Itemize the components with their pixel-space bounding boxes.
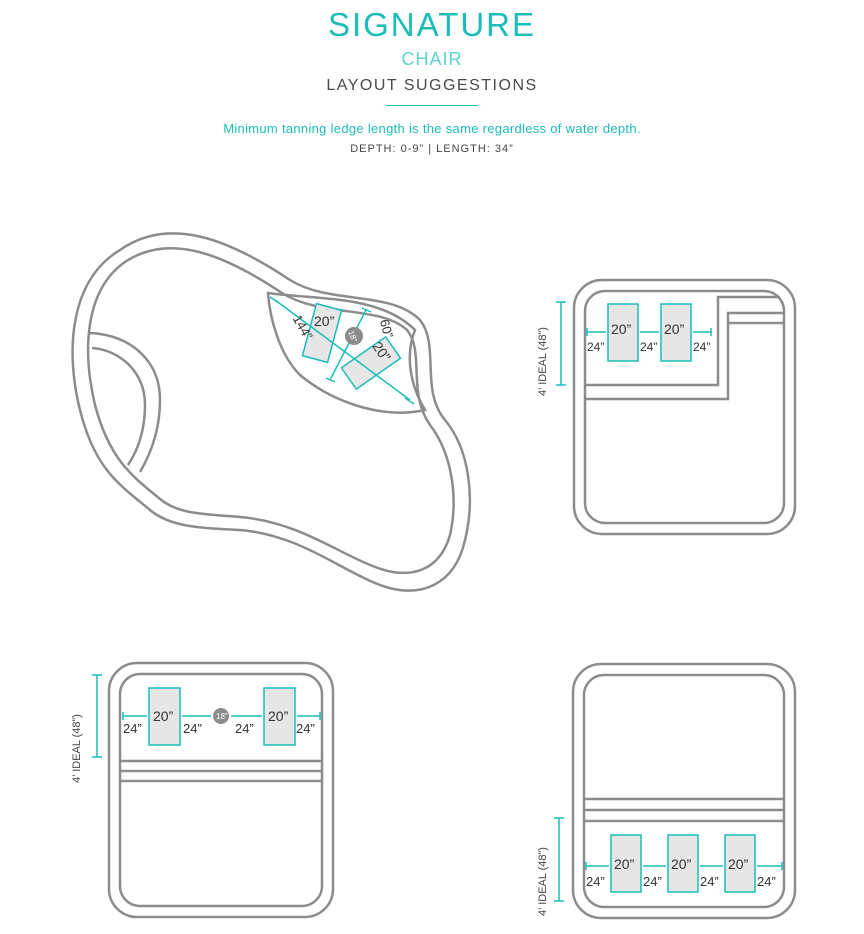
br-gap-3-label: 24” — [700, 874, 719, 889]
bl-gap-2-label: 24” — [183, 721, 202, 736]
freeform-dim-long-cap-a — [269, 296, 280, 304]
freeform-tanning-ledge — [266, 291, 427, 414]
br-chair-1-label: 20” — [614, 856, 635, 872]
bl-gap-1-label: 24” — [123, 721, 142, 736]
section-heading: LAYOUT SUGGESTIONS — [326, 77, 538, 94]
tr-gap-2-label: 24” — [640, 340, 657, 354]
freeform-dim-short — [329, 309, 367, 381]
bl-chair-1 — [148, 687, 181, 746]
page-title: SIGNATURE — [327, 6, 537, 43]
ledge-note: Minimum tanning ledge length is the same… — [223, 121, 641, 136]
tr-chair-2-label: 20” — [664, 321, 685, 337]
br-pool-inner — [582, 673, 786, 909]
freeform-chair-2 — [340, 335, 402, 391]
tr-pool-inner — [583, 289, 786, 525]
br-chair-2-label: 20” — [671, 856, 692, 872]
br-gap-2-label: 24” — [643, 874, 662, 889]
bl-pool-outer — [107, 661, 335, 919]
freeform-dim-short-cap-b — [325, 377, 336, 383]
freeform-umbrella-marker — [345, 327, 363, 345]
bl-chair-1-label: 20” — [153, 708, 174, 724]
br-gap-1-label: 24” — [586, 874, 605, 889]
freeform-steps-outer — [89, 331, 162, 473]
freeform-dim-short-label: 60” — [377, 318, 396, 340]
bl-pool-inner — [118, 672, 324, 908]
tr-step-edge — [585, 311, 784, 401]
freeform-pool-outer — [71, 232, 472, 592]
page-subtitle: CHAIR — [401, 49, 463, 69]
tr-chair-1-label: 20” — [611, 321, 632, 337]
freeform-dim-long-cap-b — [404, 397, 415, 405]
bl-umbrella-marker — [213, 708, 229, 724]
heading-divider — [386, 105, 478, 106]
freeform-steps-inner — [91, 346, 147, 466]
freeform-umbrella-label: 18” — [346, 329, 359, 343]
bl-chair-2 — [263, 687, 296, 746]
freeform-chair-1-label: 20” — [314, 313, 335, 329]
tr-pool-outer — [572, 278, 797, 536]
tr-gap-1-label: 24” — [587, 340, 604, 354]
br-chair-3 — [724, 834, 756, 893]
freeform-chair-1 — [301, 302, 343, 364]
tr-depth-label: 4’ IDEAL (48”) — [537, 327, 549, 396]
rect-pool-top-right: 4’ IDEAL (48”) 20” 20” 24” 24” 24” — [537, 278, 797, 536]
tr-chair-1 — [607, 303, 639, 362]
rect-pool-bottom-left: 4’ IDEAL (48”) 20” 20” 24” 24” 18” 24” 2… — [71, 661, 335, 919]
freeform-dim-long — [274, 299, 411, 401]
bl-chair-2-label: 20” — [268, 708, 289, 724]
br-depth-label: 4’ IDEAL (48”) — [537, 847, 549, 916]
br-gap-4-label: 24” — [757, 874, 776, 889]
rect-pool-bottom-right: 4’ IDEAL (48”) 20” 20” 20” 24” 24” 24” 2… — [537, 662, 797, 920]
br-chair-3-label: 20” — [728, 856, 749, 872]
br-pool-outer — [571, 662, 797, 920]
br-chair-2 — [667, 834, 699, 893]
freeform-pool-layout: 20” 20” 144” 60” 18” — [71, 232, 472, 592]
depth-length-spec: DEPTH: 0-9” | LENGTH: 34” — [350, 143, 514, 155]
tr-chair-2 — [660, 303, 692, 362]
freeform-dim-short-cap-a — [361, 307, 372, 313]
bl-gap-3-label: 24” — [235, 721, 254, 736]
tr-gap-3-label: 24” — [693, 340, 710, 354]
br-chair-1 — [610, 834, 642, 893]
bl-umbrella-label: 18” — [216, 712, 228, 721]
tr-ledge-edge — [585, 295, 780, 387]
bl-depth-label: 4’ IDEAL (48”) — [71, 714, 83, 783]
bl-gap-4-label: 24” — [296, 721, 315, 736]
